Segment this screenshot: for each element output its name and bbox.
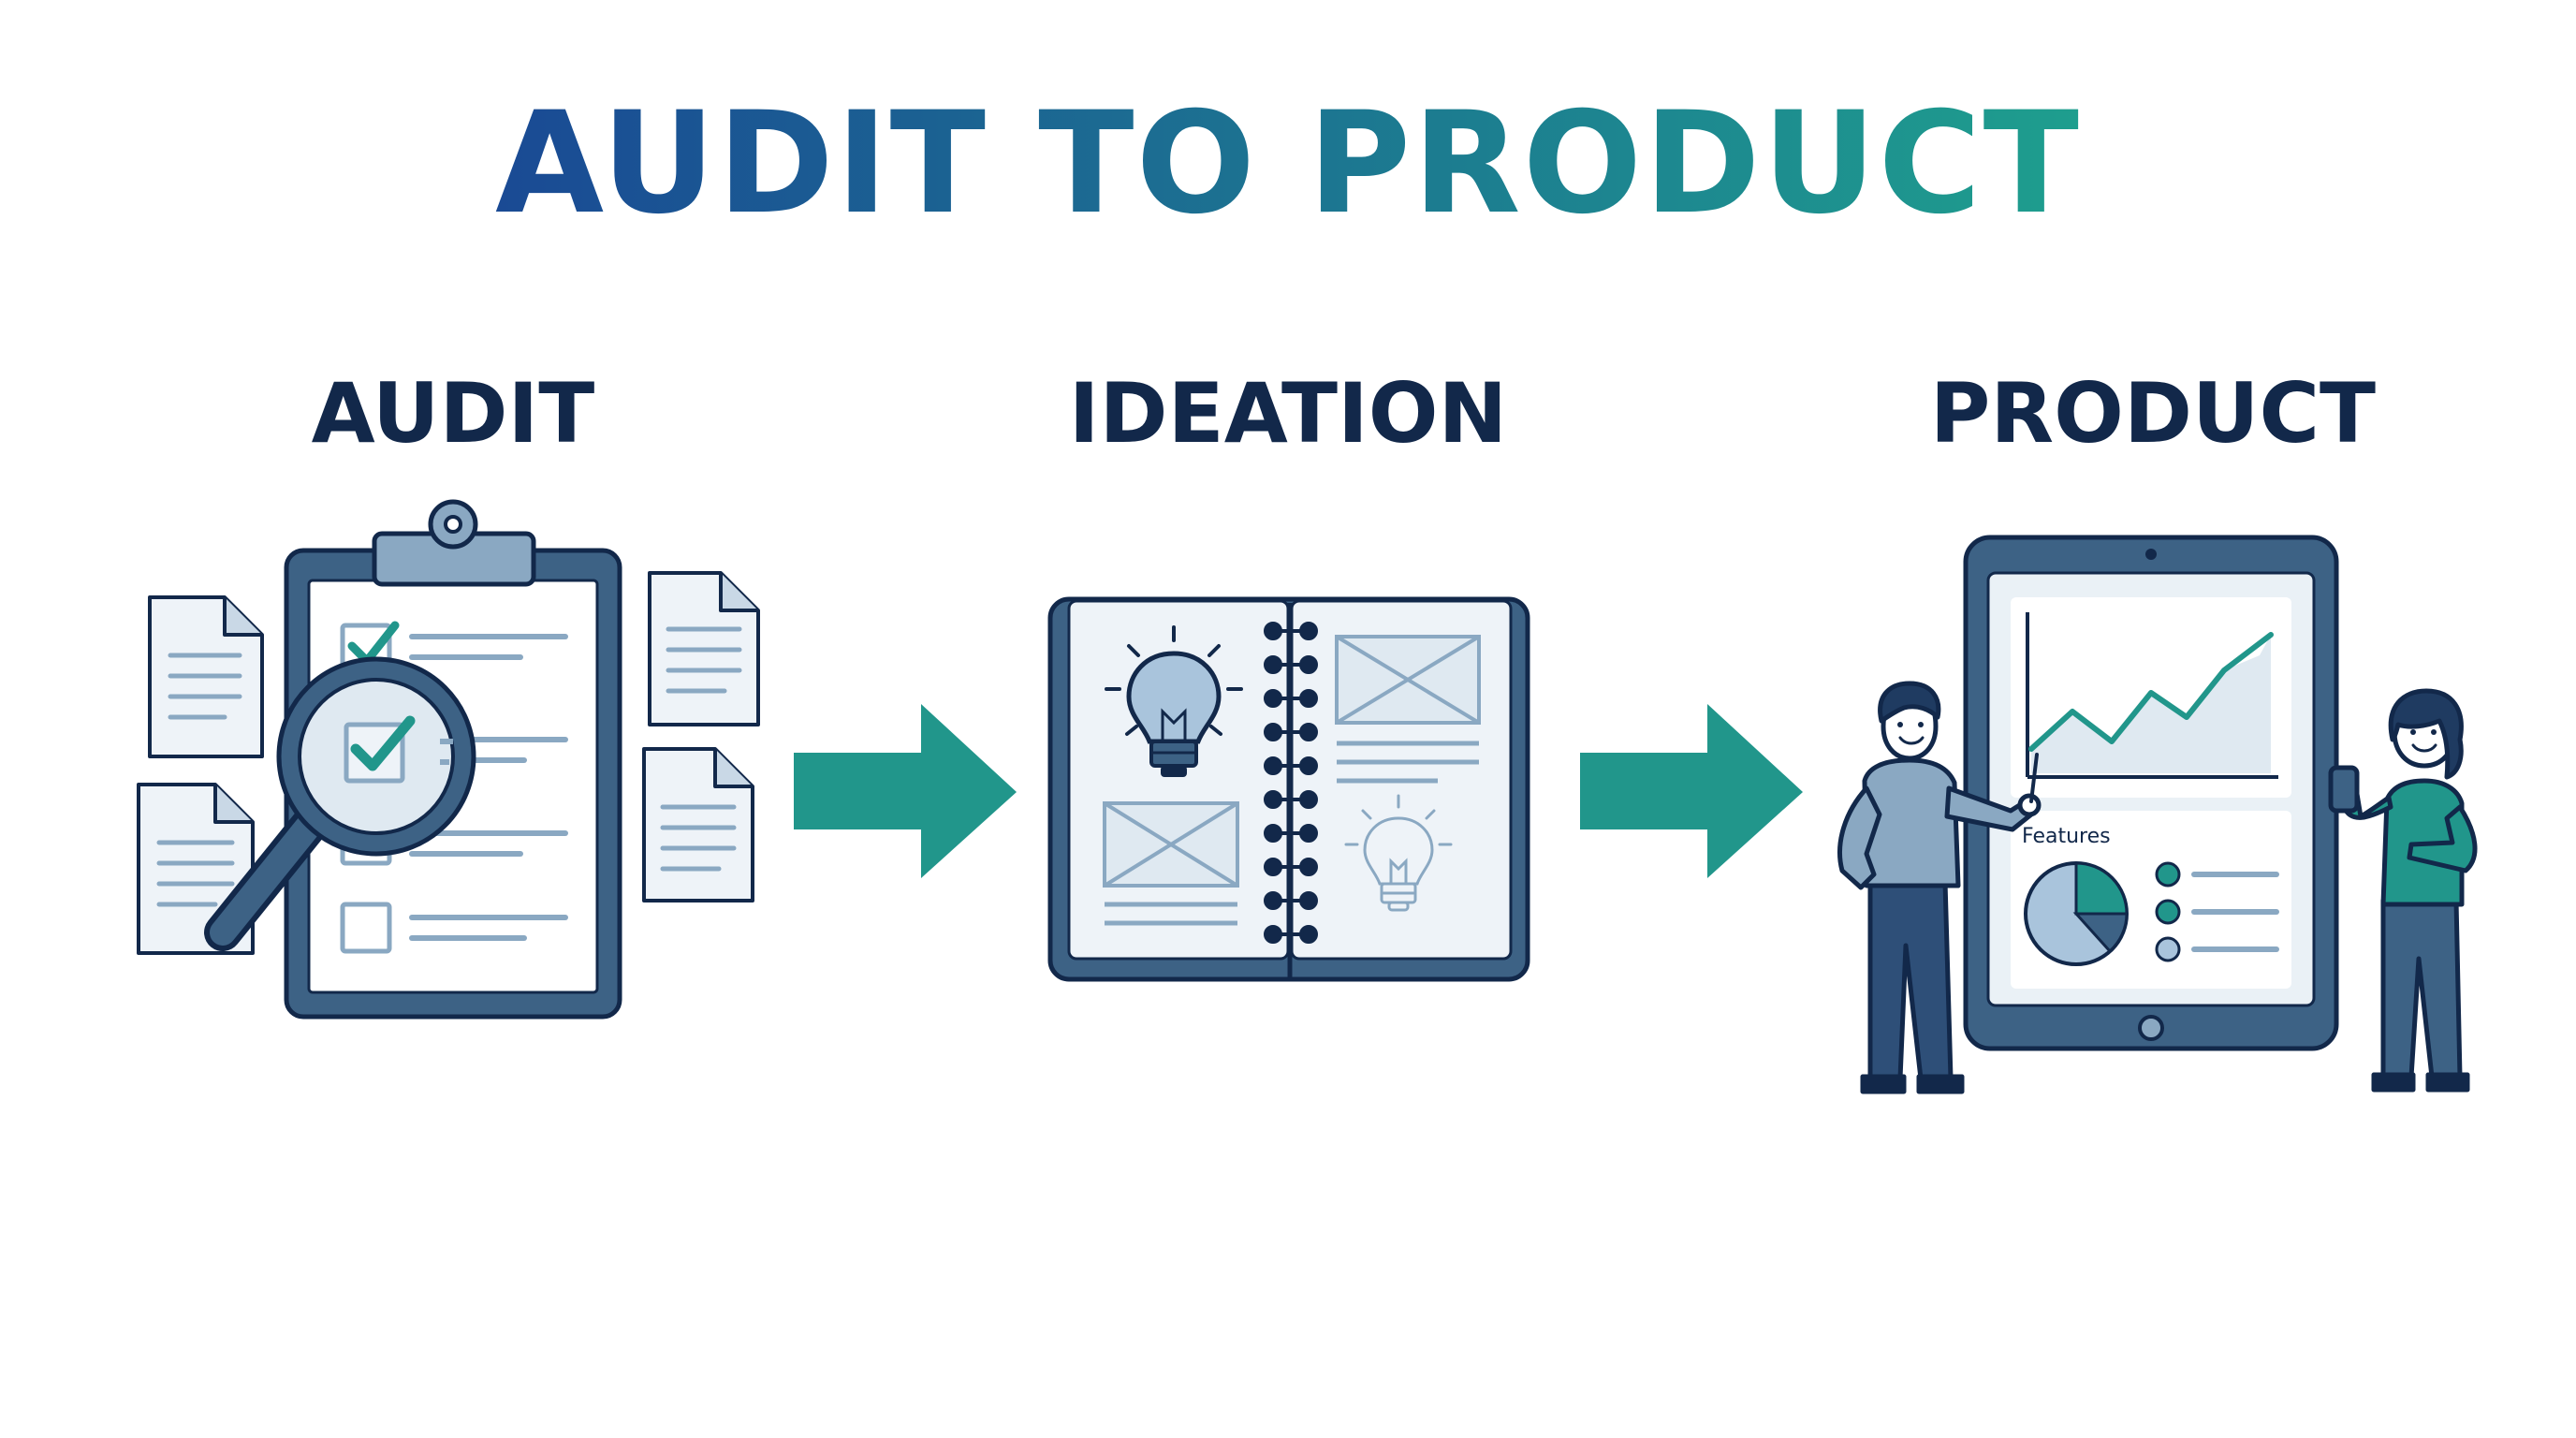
lightbulb-sketch-icon bbox=[1344, 794, 1453, 912]
pie-chart-icon bbox=[2024, 861, 2129, 966]
page-title: AUDIT TO PRODUCT bbox=[0, 90, 2576, 240]
title-text-content: AUDIT TO PRODUCT bbox=[495, 90, 2081, 240]
magnifier-icon bbox=[204, 656, 476, 951]
legend-list bbox=[2155, 861, 2279, 962]
features-label: Features bbox=[2022, 825, 2111, 848]
sketchbook-lightbulb-wireframe-icon bbox=[1047, 596, 1530, 982]
stage-label-product: PRODUCT bbox=[1929, 365, 2377, 462]
stage-label-audit: AUDIT bbox=[311, 365, 595, 462]
lightbulb-icon bbox=[1105, 625, 1243, 777]
image-placeholder-icon bbox=[1103, 801, 1239, 926]
man-presenter-icon bbox=[1837, 681, 2042, 1094]
arrow-right-icon bbox=[1580, 704, 1803, 878]
stage-label-ideation: IDEATION bbox=[1068, 365, 1508, 462]
woman-user-icon bbox=[2328, 688, 2478, 1093]
spiral-binding bbox=[1264, 622, 1318, 944]
document-icon bbox=[648, 571, 760, 726]
features-panel: Features bbox=[2011, 811, 2291, 989]
document-icon bbox=[642, 747, 754, 902]
image-placeholder-icon bbox=[1335, 635, 1481, 784]
tablet-dashboard-people-icon: Features bbox=[1837, 535, 2478, 1094]
clipboard-checklist-magnifier-icon bbox=[137, 499, 760, 1020]
line-chart-icon bbox=[2011, 597, 2291, 798]
document-icon bbox=[148, 595, 264, 758]
title-text: AUDIT TO PRODUCT bbox=[495, 90, 2081, 240]
arrow-right-icon bbox=[794, 704, 1017, 878]
